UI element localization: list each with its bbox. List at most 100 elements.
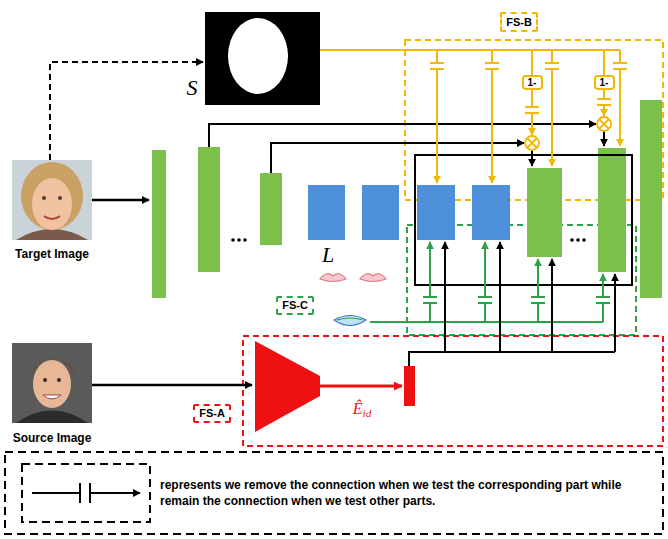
ellipsis-dot bbox=[243, 238, 247, 242]
fs-a-tag: FS-A bbox=[193, 404, 231, 423]
identity-arrow bbox=[320, 385, 402, 388]
face bbox=[32, 178, 72, 230]
mask-region bbox=[228, 18, 288, 94]
eye bbox=[42, 196, 46, 200]
multiply-circle bbox=[525, 136, 539, 150]
multiply-circle bbox=[597, 117, 611, 131]
mask-wires bbox=[320, 50, 620, 183]
ellipsis-dot bbox=[237, 238, 241, 242]
break-gap bbox=[531, 297, 545, 303]
break-gap bbox=[525, 107, 539, 113]
image-caption: Source Image bbox=[13, 431, 92, 445]
fs-b-tag: FS-B bbox=[500, 12, 538, 32]
landmark-shape bbox=[320, 274, 346, 282]
node-text: 1- bbox=[600, 77, 609, 88]
blend-arrow bbox=[531, 150, 533, 166]
face bbox=[33, 360, 71, 408]
landmark-label: L bbox=[322, 242, 334, 268]
shoulders bbox=[16, 229, 88, 240]
mask-label: S bbox=[187, 75, 198, 101]
identity-wire bbox=[444, 242, 446, 352]
landmark-mouth-line bbox=[337, 318, 363, 320]
legend-symbol bbox=[22, 464, 150, 522]
legend-wire bbox=[90, 492, 140, 494]
mouth bbox=[43, 395, 61, 399]
encoder-layer bbox=[152, 150, 166, 298]
break-gap bbox=[485, 63, 499, 69]
photo-ground bbox=[12, 160, 92, 240]
landmark-shape bbox=[360, 274, 386, 282]
decoder-layer bbox=[598, 148, 626, 272]
break-gap bbox=[597, 99, 611, 105]
multiply-symbol bbox=[525, 136, 539, 150]
multiply-cross bbox=[527, 138, 537, 148]
legend-wire bbox=[32, 492, 80, 494]
hair bbox=[21, 162, 83, 230]
landmark-wires bbox=[370, 242, 603, 322]
break-plates bbox=[545, 63, 559, 69]
fs-a-region bbox=[243, 336, 663, 446]
photo-ground bbox=[12, 343, 92, 423]
landmark-mouth bbox=[334, 316, 366, 326]
break-gap bbox=[430, 63, 444, 69]
decoder-block bbox=[472, 185, 510, 240]
input-arrow bbox=[92, 384, 252, 387]
legend-frame bbox=[5, 452, 663, 534]
break-plates bbox=[613, 63, 627, 69]
mask-wire bbox=[603, 50, 605, 75]
landmark-wire bbox=[370, 321, 603, 323]
legend-text: represents we remove the connection when… bbox=[160, 477, 655, 509]
mask-wire bbox=[531, 50, 533, 75]
shoulders bbox=[16, 411, 88, 424]
break-symbols bbox=[423, 297, 610, 303]
decoder-frame bbox=[415, 155, 632, 285]
encoder-layer bbox=[260, 173, 282, 245]
multiply-symbol bbox=[597, 117, 611, 131]
hair bbox=[30, 357, 76, 376]
fs-c-tag: FS-C bbox=[276, 296, 314, 315]
identity-encoder bbox=[255, 341, 320, 432]
break-plates bbox=[430, 63, 444, 69]
break-gap bbox=[478, 297, 492, 303]
node-text: FS-A bbox=[199, 407, 225, 419]
identity-wires bbox=[409, 242, 615, 366]
multiply-cross bbox=[599, 119, 609, 129]
mask-wire bbox=[320, 49, 620, 51]
break-plates bbox=[485, 63, 499, 69]
ellipsis-dot bbox=[576, 238, 580, 242]
landmark-wire bbox=[537, 259, 539, 322]
break-plates bbox=[596, 297, 610, 303]
identity-embedding bbox=[404, 366, 415, 406]
source-photo bbox=[12, 343, 92, 423]
landmark-wire bbox=[484, 242, 486, 322]
break-plates bbox=[80, 483, 90, 503]
skip-connection bbox=[271, 143, 524, 173]
identity-wire bbox=[551, 259, 553, 352]
input-arrow bbox=[92, 199, 149, 202]
eye bbox=[58, 196, 62, 200]
break-gap bbox=[596, 297, 610, 303]
eye bbox=[43, 378, 47, 382]
network bbox=[152, 100, 662, 298]
break-plates bbox=[525, 107, 539, 113]
break-plates bbox=[423, 297, 437, 303]
identity-wire bbox=[499, 242, 501, 352]
face-mask bbox=[205, 12, 320, 105]
node-text: 1- bbox=[528, 77, 537, 88]
break-symbols bbox=[430, 63, 627, 113]
node-text: FS-B bbox=[506, 16, 532, 28]
break-gap bbox=[423, 297, 437, 303]
break-plates bbox=[478, 297, 492, 303]
decoder-layer bbox=[527, 168, 562, 257]
break-plates bbox=[531, 297, 545, 303]
eye bbox=[57, 378, 61, 382]
break-plates bbox=[597, 99, 611, 105]
ellipsis-dot bbox=[582, 238, 586, 242]
identity-wire bbox=[409, 352, 615, 366]
one-minus-box: 1- bbox=[594, 75, 615, 90]
decoder-block bbox=[417, 185, 455, 240]
landmark-wire bbox=[429, 242, 431, 322]
ellipsis-dot bbox=[231, 238, 235, 242]
break-gap bbox=[545, 63, 559, 69]
